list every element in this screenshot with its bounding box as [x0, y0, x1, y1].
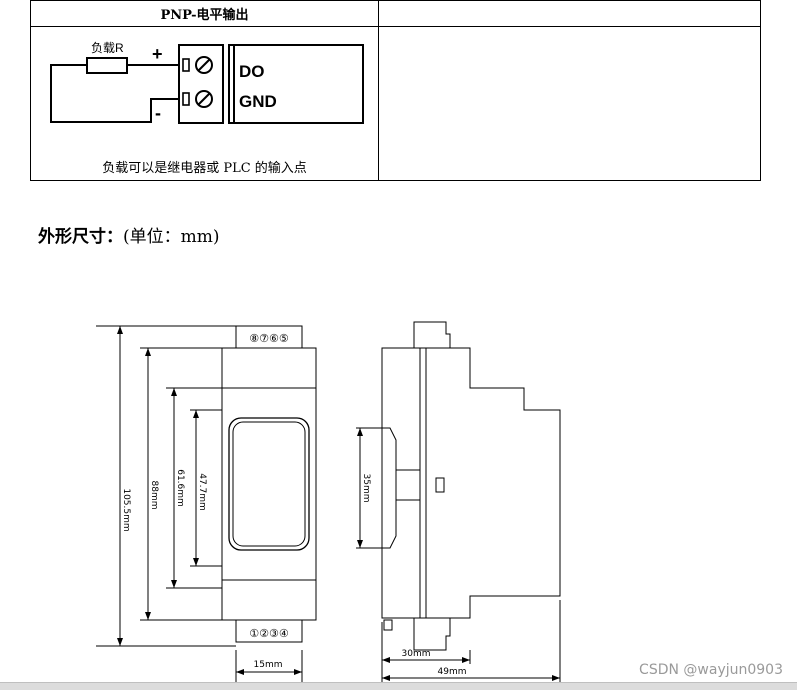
plus-sign: + [152, 44, 163, 64]
screw-slot-icon [197, 58, 211, 72]
front-display-window [228, 417, 310, 551]
side-dimension-labels: 35mm 30mm 49mm [361, 474, 467, 678]
front-dimension-lines [96, 325, 303, 682]
wiring-table: PNP-电平输出 负载R + - [30, 0, 761, 181]
load-label: 负载R [91, 41, 124, 55]
circuit-cell: 负载R + - DO [30, 26, 379, 181]
dim-label-total-height: 105.5mm [121, 488, 131, 531]
front-display-window-inner [232, 421, 306, 547]
section-title: 外形尺寸：(单位：mm) [38, 222, 220, 247]
dim-label-front-width: 15mm [254, 660, 283, 670]
top-terminal-numbers: ⑧⑦⑥⑤ [249, 332, 289, 345]
front-body [221, 347, 317, 621]
dim-label-window-height: 47.7mm [197, 473, 207, 511]
dim-label-body-height: 88mm [149, 481, 159, 510]
dimension-drawing: ⑧⑦⑥⑤ ①②③④ [96, 321, 561, 682]
wiring-table-header-left: PNP-电平输出 [30, 0, 379, 27]
section-title-bold: 外形尺寸： [38, 227, 123, 247]
minus-sign: - [155, 103, 161, 123]
dim-label-middle-height: 61.6mm [175, 469, 185, 507]
side-bottom-clip [413, 618, 451, 651]
front-dimension-labels: 105.5mm 88mm 61.6mm 47.7mm 15mm [121, 469, 283, 670]
terminal-slot-icon [182, 58, 190, 72]
side-din-notch [382, 427, 397, 549]
side-dimension-arrows [357, 428, 560, 681]
wiring-table-empty-cell [378, 26, 761, 181]
front-view [221, 325, 317, 643]
wiring-table-header-right [378, 0, 761, 27]
wiring-table-body-row: 负载R + - DO [30, 26, 761, 181]
terminal-gnd-label: GND [239, 92, 277, 111]
section-title-unit: (单位：mm) [123, 227, 220, 247]
screw-slot-icon [197, 92, 211, 106]
module-housing [228, 44, 364, 124]
wiring-table-header-row: PNP-电平输出 [30, 0, 761, 27]
dim-label-side-depth: 49mm [438, 667, 467, 677]
csdn-watermark: CSDN @wayjun0903 [639, 662, 783, 678]
dim-label-rail-height: 35mm [361, 474, 371, 503]
side-top-clip [413, 321, 451, 348]
side-latch [395, 469, 421, 501]
front-dimension-arrows [117, 326, 302, 675]
circuit-caption: 负载可以是继电器或 PLC 的输入点 [102, 161, 307, 176]
terminal-do-label: DO [239, 62, 265, 81]
side-outline [381, 347, 561, 619]
side-view [356, 321, 561, 682]
bottom-terminal-numbers: ①②③④ [249, 627, 289, 640]
circuit-wire-loop [50, 64, 181, 123]
side-latch-slot [435, 477, 445, 493]
side-foot [383, 619, 393, 631]
taskbar-strip [0, 682, 797, 690]
terminal-slot-icon [182, 92, 190, 106]
dim-label-side-partial-depth: 30mm [402, 649, 431, 659]
front-bottom-terminal-cap [235, 619, 303, 643]
pnp-circuit-diagram: 负载R + - DO [50, 41, 364, 124]
load-resistor [86, 57, 128, 74]
